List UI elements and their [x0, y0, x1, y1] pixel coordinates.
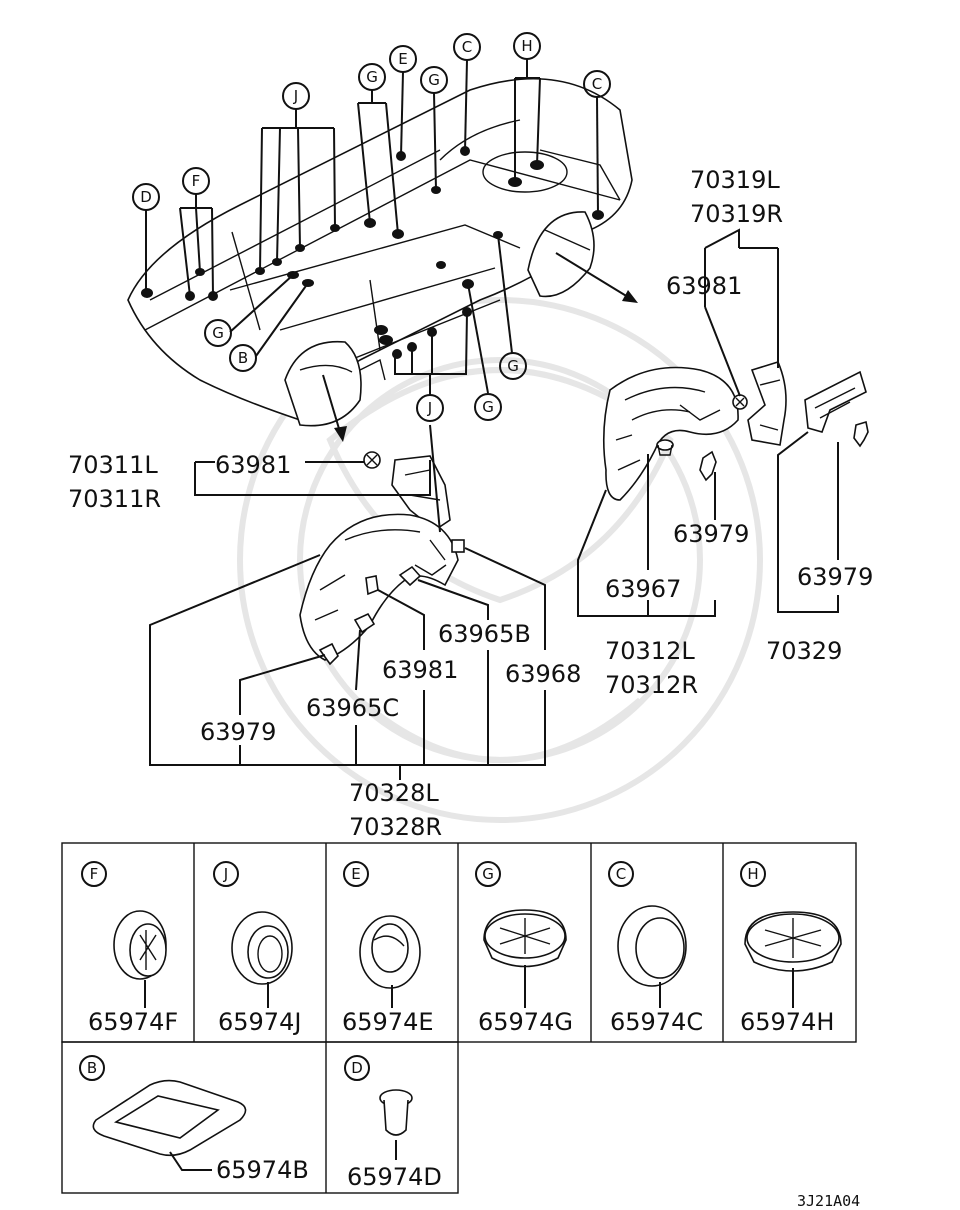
- callout-C-1: C: [453, 33, 481, 61]
- svg-text:J: J: [427, 399, 432, 417]
- svg-text:F: F: [192, 172, 201, 190]
- label-70329: 70329: [766, 637, 842, 665]
- callout-B: B: [229, 344, 257, 372]
- label-70312R: 70312R: [605, 671, 698, 699]
- part-65974C: 65974C: [610, 1008, 703, 1036]
- svg-text:G: G: [366, 68, 378, 86]
- callout-G-2: G: [420, 66, 448, 94]
- callout-F: F: [182, 167, 210, 195]
- label-63981-front-top: 63981: [215, 451, 291, 479]
- callout-leaders: [145, 59, 599, 395]
- label-63979-flap: 63979: [797, 563, 873, 591]
- label-63968: 63968: [505, 660, 581, 688]
- label-63981-rear: 63981: [666, 272, 742, 300]
- svg-text:D: D: [351, 1059, 363, 1077]
- part-65974E: 65974E: [342, 1008, 434, 1036]
- label-63965C: 63965C: [306, 694, 399, 722]
- svg-text:C: C: [592, 75, 602, 93]
- bolt-63981-rear-icon: [732, 394, 748, 410]
- svg-text:F: F: [90, 865, 99, 883]
- callout-D: D: [132, 183, 160, 211]
- plug-grid: F 65974F J 65974J E 65974E: [61, 842, 857, 1194]
- label-70312L: 70312L: [605, 637, 695, 665]
- svg-text:B: B: [87, 1059, 97, 1077]
- callout-J-bottom: J: [416, 394, 444, 422]
- label-63967: 63967: [605, 575, 681, 603]
- callout-J-top: J: [282, 82, 310, 110]
- svg-text:J: J: [223, 865, 228, 883]
- callout-circles: D F J G E G C H C G B G J G: [132, 32, 611, 422]
- svg-text:E: E: [398, 50, 407, 68]
- front-liner-assembly: [149, 424, 546, 780]
- callout-G-1: G: [358, 63, 386, 91]
- label-70319R: 70319R: [690, 200, 783, 228]
- plug-cell-E: E 65974E: [342, 861, 434, 1036]
- plug-cell-D: D 65974D: [344, 1055, 442, 1191]
- label-63965B: 63965B: [438, 620, 531, 648]
- label-70311R: 70311R: [68, 485, 161, 513]
- plug-cell-F: F 65974F: [81, 861, 178, 1036]
- svg-text:E: E: [351, 865, 360, 883]
- plug-cell-B: B 65974B: [79, 1055, 309, 1184]
- svg-text:C: C: [462, 38, 472, 56]
- part-65974J: 65974J: [218, 1008, 301, 1036]
- bolt-63965C-icon: [353, 612, 376, 634]
- label-70328L: 70328L: [349, 779, 439, 807]
- svg-text:G: G: [428, 71, 440, 89]
- part-65974B: 65974B: [216, 1156, 309, 1184]
- rear-liner-assembly: [577, 228, 869, 617]
- part-65974G: 65974G: [478, 1008, 573, 1036]
- svg-text:H: H: [747, 865, 758, 883]
- clip-63979-front-icon: [318, 642, 339, 666]
- clip-63968-icon: [451, 539, 465, 553]
- label-63981-front-mid: 63981: [382, 656, 458, 684]
- plug-cell-C: C 65974C: [608, 861, 703, 1036]
- plug-cell-H: H 65974H: [740, 861, 842, 1036]
- svg-text:D: D: [140, 188, 152, 206]
- svg-text:C: C: [616, 865, 626, 883]
- bolt-63965B-icon: [398, 565, 422, 587]
- bolt-63981-front-top-icon: [363, 451, 381, 469]
- svg-text:G: G: [507, 357, 519, 375]
- part-number-labels: 70319L 70319R 63981 63979 63967 70312L 7…: [68, 166, 873, 841]
- svg-text:G: G: [482, 865, 494, 883]
- clip-63979-rear-icon: [699, 450, 717, 482]
- explode-arrows: [322, 252, 638, 442]
- clip-63979-flap-icon: [853, 420, 869, 448]
- svg-text:G: G: [212, 324, 224, 342]
- plug-cell-G: G 65974G: [475, 861, 573, 1036]
- callout-E: E: [389, 45, 417, 73]
- label-70319L: 70319L: [690, 166, 780, 194]
- svg-text:G: G: [482, 398, 494, 416]
- label-70328R: 70328R: [349, 813, 442, 841]
- vehicle-floor-body: [127, 77, 633, 427]
- svg-text:J: J: [293, 87, 298, 105]
- label-63979-rear: 63979: [673, 520, 749, 548]
- callout-G-5: G: [474, 393, 502, 421]
- callout-G-4: G: [499, 352, 527, 380]
- label-70311L: 70311L: [68, 451, 158, 479]
- plug-cell-J: J 65974J: [213, 861, 301, 1036]
- nut-63967-icon: [656, 439, 674, 456]
- callout-C-2: C: [583, 70, 611, 98]
- callout-G-3: G: [204, 319, 232, 347]
- part-65974H: 65974H: [740, 1008, 834, 1036]
- bolt-63981-front-mid-icon: [365, 575, 379, 596]
- diagram-code: 3J21A04: [797, 1192, 860, 1210]
- part-65974D: 65974D: [347, 1163, 442, 1191]
- part-65974F: 65974F: [88, 1008, 178, 1036]
- svg-text:H: H: [521, 37, 532, 55]
- label-63979-front: 63979: [200, 718, 276, 746]
- callout-H: H: [513, 32, 541, 60]
- svg-text:B: B: [238, 349, 248, 367]
